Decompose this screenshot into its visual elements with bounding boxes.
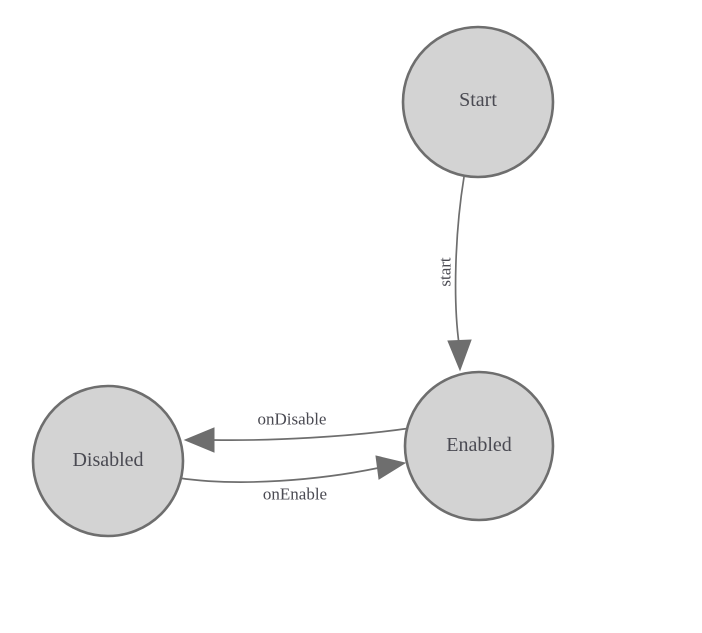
node-enabled-circle — [403, 370, 555, 522]
edge-label-on-disable: onDisable — [258, 410, 327, 429]
node-enabled-label: Enabled — [446, 434, 512, 456]
edge-label-on-enable: onEnable — [263, 485, 327, 504]
node-start-label: Start — [459, 89, 497, 111]
edge-start-to-enabled[interactable]: start — [436, 176, 472, 372]
node-enabled[interactable]: Enabled — [403, 370, 555, 522]
node-disabled-label: Disabled — [72, 449, 143, 471]
edge-enabled-to-disabled[interactable]: onDisable — [183, 410, 412, 453]
edge-disabled-to-enabled[interactable]: onEnable — [178, 455, 407, 504]
node-start[interactable]: Start — [401, 25, 555, 179]
edge-disabled-to-enabled-path — [178, 467, 379, 483]
edge-enabled-to-disabled-arrowhead — [183, 427, 215, 453]
edge-enabled-to-disabled-path — [211, 427, 412, 441]
node-disabled-circle — [31, 384, 185, 538]
node-start-circle — [401, 25, 555, 179]
edge-start-to-enabled-arrowhead — [447, 339, 472, 372]
edge-label-start: start — [436, 257, 455, 287]
edge-disabled-to-enabled-arrowhead — [375, 455, 407, 480]
edge-start-to-enabled-path — [454, 176, 465, 345]
node-disabled[interactable]: Disabled — [31, 384, 185, 538]
